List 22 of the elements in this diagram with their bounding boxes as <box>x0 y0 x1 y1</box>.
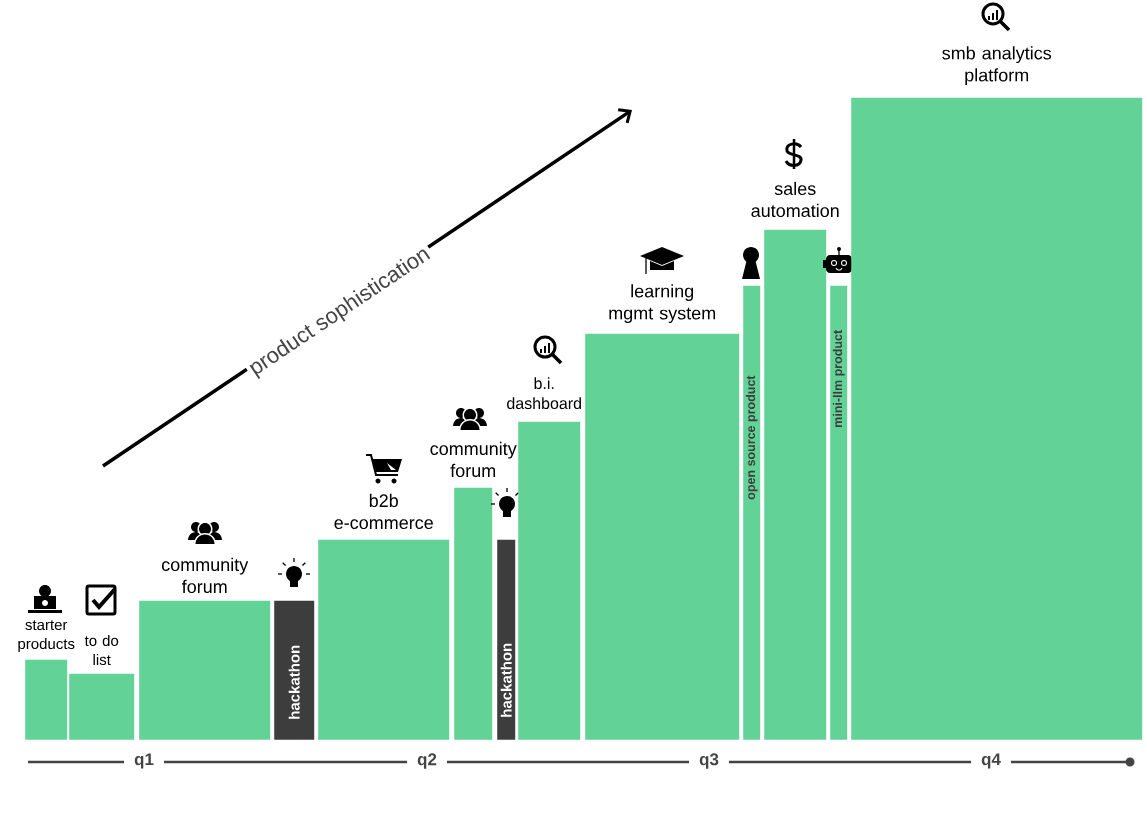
product-bar: learning mgmt system <box>585 284 740 740</box>
quarter-label: q3 <box>689 751 729 771</box>
hackathon-bar: hackathon <box>497 539 516 740</box>
product-bar: community forum <box>139 557 271 740</box>
hackathon-bar: hackathon <box>274 600 315 740</box>
node-label: smb analytics platform <box>942 46 1052 86</box>
node-label: b2b e-commerce <box>334 493 433 530</box>
node-label: community forum <box>430 441 517 478</box>
node-label: community forum <box>161 557 249 594</box>
node-label: to do list <box>84 635 119 666</box>
product-bar: open source product <box>743 285 761 740</box>
product-bar: mini-llm product <box>830 285 848 740</box>
quarter-label: q4 <box>971 751 1011 771</box>
node-label: starter products <box>18 620 75 653</box>
node-label: learning mgmt system <box>609 284 716 324</box>
node-label: sales automation <box>751 181 839 218</box>
product-bar: smb analytics platform <box>851 46 1143 740</box>
node-label: b.i. dashboard <box>507 377 581 410</box>
quarter-label: q2 <box>407 751 447 771</box>
quarter-label: q1 <box>124 751 164 771</box>
product-bar: b2b e-commerce <box>318 493 450 740</box>
product-bar: starter products <box>18 620 75 740</box>
